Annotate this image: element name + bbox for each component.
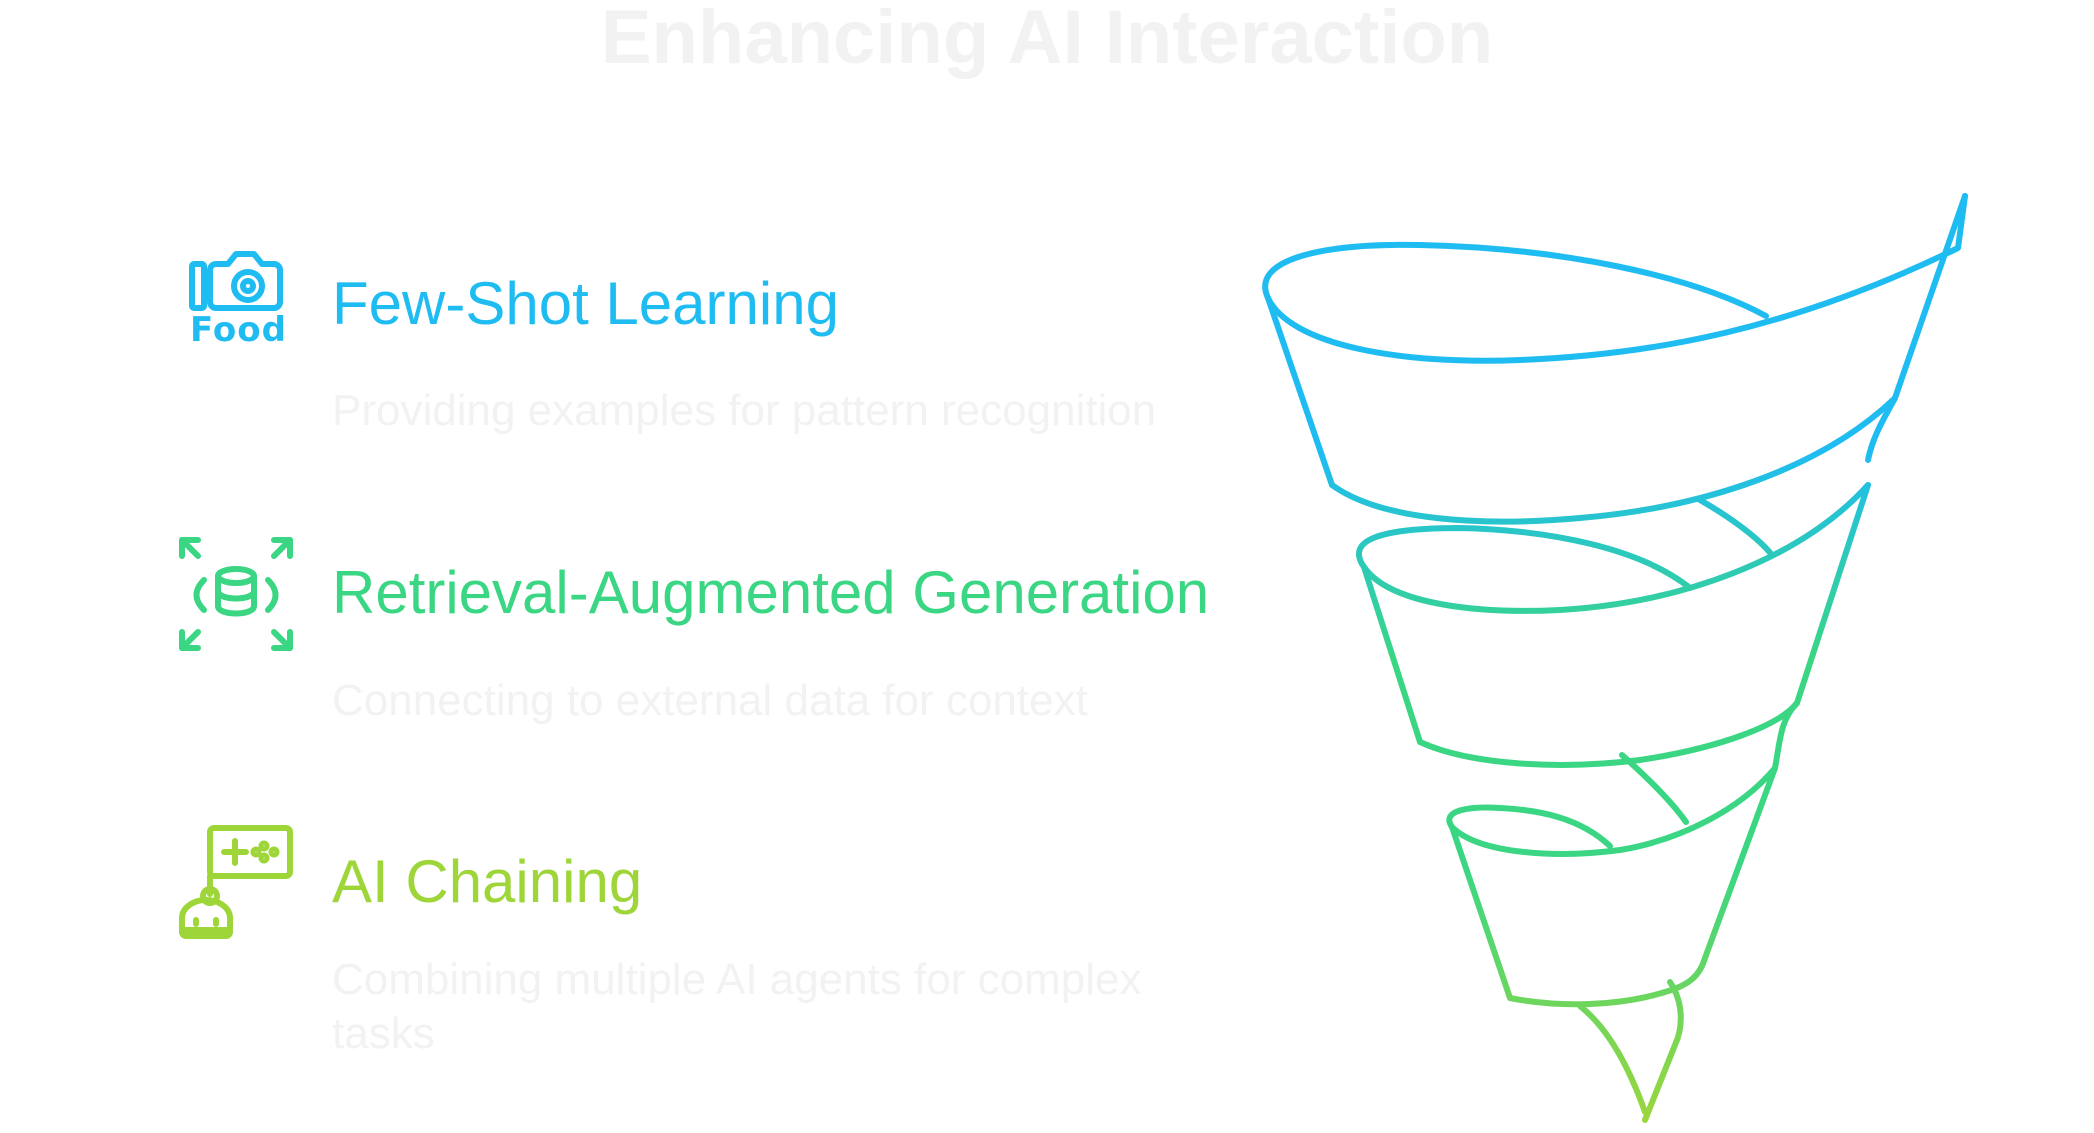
item-description-ai-chaining: Combining multiple AI agents for complex…: [332, 955, 1142, 1058]
page-title: Enhancing AI Interaction: [600, 0, 1494, 80]
database-expand-icon: [176, 534, 296, 654]
food-label: Food: [190, 310, 287, 350]
funnel-top-left-edge: [1265, 295, 1335, 488]
funnel-band3-rim: [1446, 804, 1613, 849]
funnel-top-rim: [1262, 241, 1769, 319]
funnel-band1-curl: [1865, 395, 1898, 463]
funnel-band2-left-edge: [1361, 564, 1423, 745]
camera-food-icon: [176, 250, 296, 370]
item-heading-ai-chaining: AI Chaining: [332, 848, 643, 915]
funnel-band3-left-edge: [1449, 824, 1513, 1001]
item-description-few-shot-learning: Providing examples for pattern recogniti…: [332, 386, 1157, 435]
funnel-band3-bottom: [1507, 955, 1708, 1008]
funnel-tip-curl: [1577, 1003, 1648, 1115]
robot-gamepad-icon: [176, 822, 296, 942]
item-heading-retrieval-augmented-generation: Retrieval-Augmented Generation: [332, 559, 1210, 626]
funnel-band3-right-edge: [1702, 765, 1778, 961]
funnel-band2-bottom: [1417, 700, 1800, 768]
funnel-band2-front: [1361, 482, 1871, 614]
funnel-band2-rim: [1356, 525, 1693, 591]
funnel-inner-curl-2: [1619, 752, 1689, 825]
funnel-top-right-edge: [1892, 193, 1968, 401]
funnel-band2-curl: [1772, 700, 1800, 771]
funnel-top-front: [1265, 193, 1968, 364]
item-description-retrieval-augmented-generation: Connecting to external data for context: [332, 676, 1088, 725]
funnel-tip-right: [1642, 979, 1684, 1123]
funnel-band2-right-edge: [1794, 482, 1871, 706]
funnel-band3-front: [1449, 765, 1778, 857]
funnel-inner-curl-1: [1697, 497, 1775, 558]
item-heading-few-shot-learning: Few-Shot Learning: [332, 270, 839, 337]
funnel-band1-bottom: [1329, 395, 1898, 525]
